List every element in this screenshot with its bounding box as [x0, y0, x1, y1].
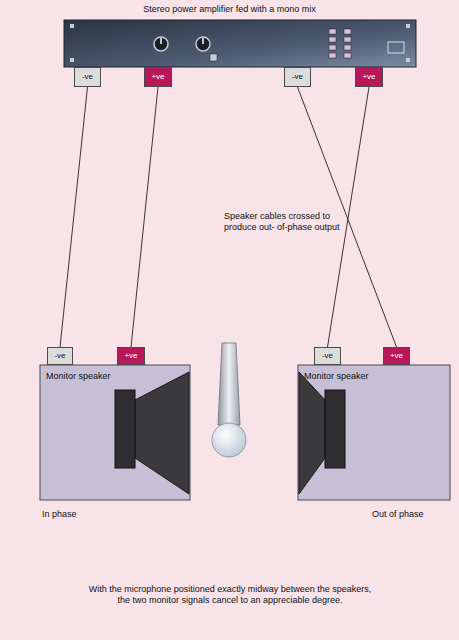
terminal-label: -ve: [82, 73, 93, 81]
terminal-label: -ve: [322, 352, 333, 360]
speaker-box: Monitor speaker: [298, 365, 450, 500]
terminal-box: +ve: [383, 347, 410, 365]
speaker-cable: [131, 87, 158, 347]
terminal-box: -ve: [47, 347, 73, 365]
terminal-box: +ve: [117, 347, 145, 365]
phase-label: In phase: [40, 508, 79, 521]
amplifier: [64, 20, 416, 67]
phase-label: Out of phase: [370, 508, 426, 521]
terminal-label: -ve: [292, 73, 303, 81]
callout-note: Speaker cables crossed to produce out- o…: [222, 210, 344, 235]
speaker-box: Monitor speaker: [40, 365, 190, 500]
terminal-box: +ve: [355, 67, 383, 87]
terminal-box: -ve: [74, 67, 101, 87]
caption: With the microphone positioned exactly m…: [82, 584, 378, 607]
terminal-label: +ve: [390, 352, 403, 360]
monitor-speaker-right: [298, 365, 450, 500]
speaker-label: Monitor speaker: [304, 371, 369, 381]
speaker-label: Monitor speaker: [46, 371, 111, 381]
terminal-box: -ve: [284, 67, 311, 87]
terminal-box: -ve: [314, 347, 341, 365]
terminal-box: +ve: [144, 67, 172, 87]
terminal-label: +ve: [362, 73, 375, 81]
terminal-label: +ve: [124, 352, 137, 360]
terminal-label: -ve: [54, 352, 65, 360]
diagram-title: Stereo power amplifier fed with a mono m…: [0, 4, 459, 15]
monitor-speaker-left: [40, 365, 190, 500]
microphone: [212, 343, 246, 457]
speaker-cable: [60, 87, 88, 347]
terminal-label: +ve: [151, 73, 164, 81]
